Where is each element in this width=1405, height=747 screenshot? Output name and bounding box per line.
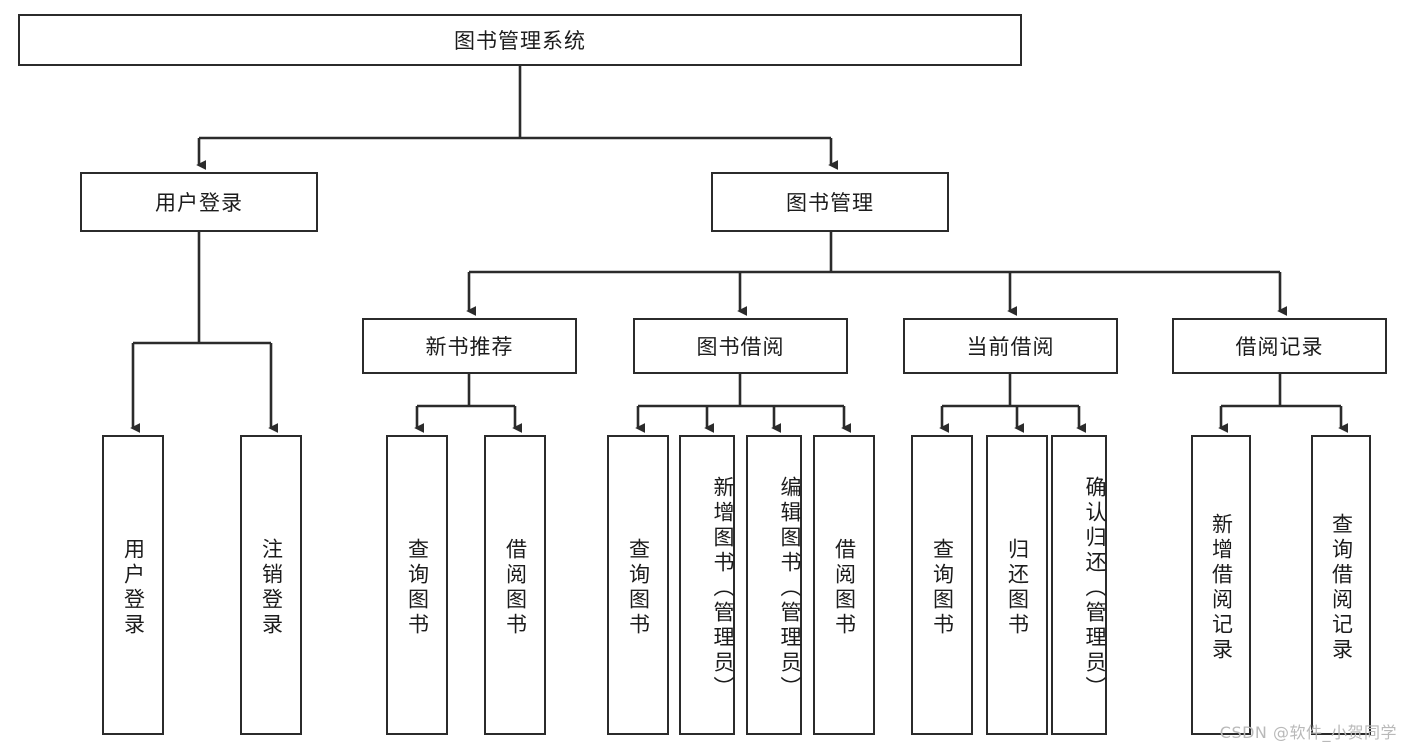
- node-leaf-query-book-2[interactable]: 查询图书: [607, 435, 669, 735]
- node-label: 查询图书: [626, 538, 651, 638]
- node-label: 查询图书: [930, 538, 955, 638]
- node-current-borrow[interactable]: 当前借阅: [903, 318, 1118, 374]
- node-borrow-record[interactable]: 借阅记录: [1172, 318, 1387, 374]
- node-leaf-query-borrow-record[interactable]: 查询借阅记录: [1311, 435, 1371, 735]
- node-book-manage[interactable]: 图书管理: [711, 172, 949, 232]
- node-label: 借阅图书: [503, 538, 528, 638]
- node-label: 借阅记录: [1235, 335, 1324, 359]
- node-book-borrow[interactable]: 图书借阅: [633, 318, 848, 374]
- node-label: 新书推荐: [425, 335, 514, 359]
- node-leaf-user-login[interactable]: 用户登录: [102, 435, 164, 735]
- node-leaf-borrow-book-2[interactable]: 借阅图书: [813, 435, 875, 735]
- node-user-login[interactable]: 用户登录: [80, 172, 318, 232]
- node-label: 新增图书（管理员）: [711, 475, 735, 701]
- node-label: 用户登录: [155, 191, 243, 215]
- node-label: 当前借阅: [966, 335, 1055, 359]
- node-label: 编辑图书（管理员）: [778, 475, 802, 701]
- node-label: 图书管理: [786, 191, 874, 215]
- node-label: 注销登录: [259, 538, 284, 638]
- node-root-system[interactable]: 图书管理系统: [18, 14, 1022, 66]
- node-label: 归还图书: [1005, 538, 1030, 638]
- node-label: 借阅图书: [832, 538, 857, 638]
- node-leaf-query-book-1[interactable]: 查询图书: [386, 435, 448, 735]
- node-leaf-return-book[interactable]: 归还图书: [986, 435, 1048, 735]
- node-label: 查询图书: [405, 538, 430, 638]
- node-leaf-query-book-3[interactable]: 查询图书: [911, 435, 973, 735]
- node-label: 查询借阅记录: [1329, 513, 1354, 663]
- node-leaf-confirm-return-admin[interactable]: 确认归还（管理员）: [1051, 435, 1107, 735]
- node-label: 用户登录: [121, 538, 146, 638]
- node-label: 新增借阅记录: [1209, 513, 1234, 663]
- node-new-book-recommend[interactable]: 新书推荐: [362, 318, 577, 374]
- node-leaf-edit-book-admin[interactable]: 编辑图书（管理员）: [746, 435, 802, 735]
- node-label: 图书管理系统: [454, 29, 586, 53]
- watermark-text: CSDN @软件_小贺同学: [1219, 723, 1397, 742]
- node-leaf-add-book-admin[interactable]: 新增图书（管理员）: [679, 435, 735, 735]
- node-leaf-logout-login[interactable]: 注销登录: [240, 435, 302, 735]
- node-leaf-add-borrow-record[interactable]: 新增借阅记录: [1191, 435, 1251, 735]
- node-leaf-borrow-book-1[interactable]: 借阅图书: [484, 435, 546, 735]
- node-label: 图书借阅: [696, 335, 785, 359]
- node-label: 确认归还（管理员）: [1083, 475, 1107, 701]
